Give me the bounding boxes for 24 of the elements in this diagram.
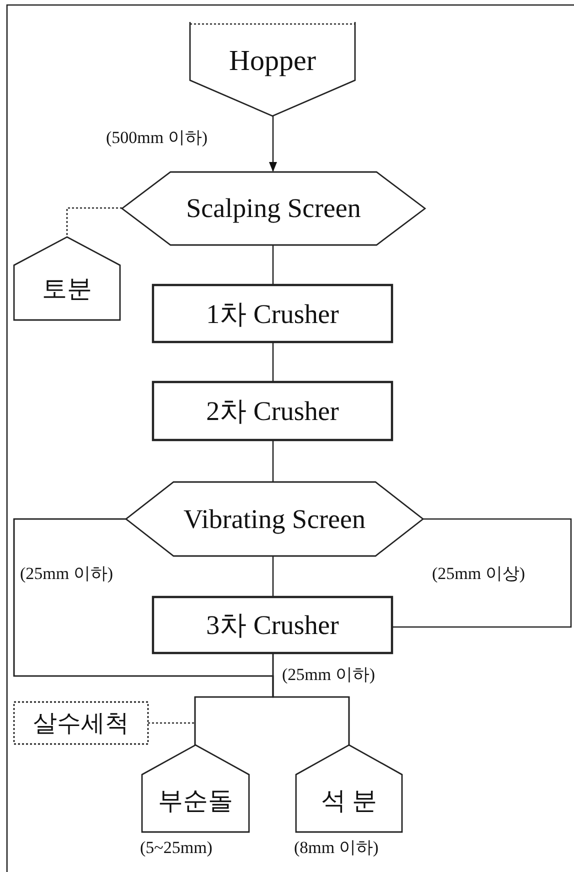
edge-label: (25mm 이하) (280, 665, 378, 685)
connector-line (272, 556, 274, 597)
product-pile: 석 분 (296, 745, 402, 832)
connector-line (272, 245, 274, 285)
screen-hexagon: Scalping Screen (122, 172, 425, 245)
size-note: (8mm 이하) (292, 838, 381, 858)
connector-line (272, 342, 274, 382)
dotted-connector (148, 722, 195, 724)
process-box: 1차 Crusher (153, 285, 392, 342)
product-pile: 토분 (14, 237, 120, 320)
connector-line (392, 518, 572, 628)
process-box: 3차 Crusher (153, 597, 392, 653)
process-box: 2차 Crusher (153, 382, 392, 440)
connector-line (272, 653, 350, 745)
edge-label: (500mm 이하) (104, 128, 210, 148)
process-note-box: 살수세척 (14, 702, 148, 744)
screen-hexagon: Vibrating Screen (126, 482, 423, 556)
dotted-connector (66, 207, 122, 237)
size-note: (5~25mm) (138, 838, 214, 858)
edge-label: (25mm 이상) (430, 564, 528, 584)
arrow (269, 116, 277, 172)
edge-label: (25mm 이하) (18, 564, 116, 584)
connector-line (272, 440, 274, 482)
product-pile: 부순돌 (142, 745, 249, 832)
